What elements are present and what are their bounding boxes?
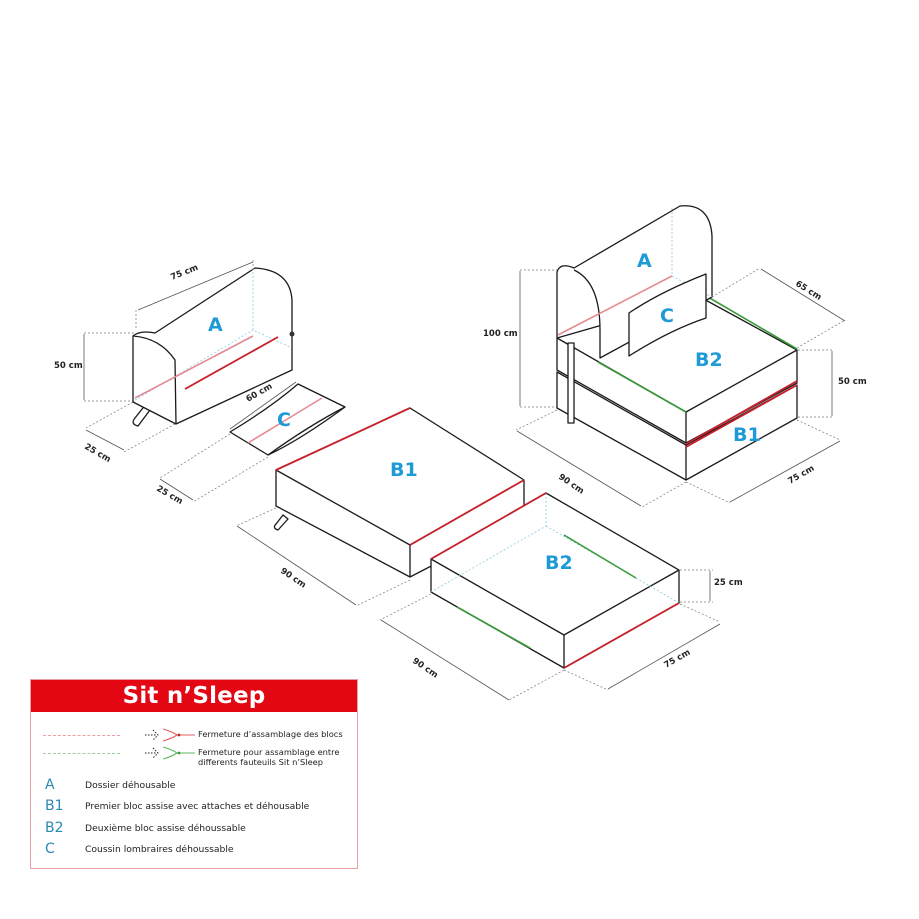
part-b2-block: B2 25 cm 90 cm 75 cm [379, 492, 743, 701]
label-a: A [208, 314, 223, 336]
dim-label-100cm: 100 cm [483, 329, 518, 339]
part-b1-block: B1 90 cm [235, 407, 525, 607]
legend-desc: Coussin lombraires déhoussable [85, 844, 234, 855]
dim-label-90cm-b2: 90 cm [410, 656, 439, 680]
label-c-assembled: C [660, 305, 674, 327]
legend-zip-blocks-text: Fermeture d’assamblage des blocs [198, 729, 343, 739]
zipper-red-icon [145, 728, 195, 742]
legend-item-a: A Dossier déhousable [43, 777, 353, 795]
legend-code: A [45, 777, 55, 793]
dim-label-25cm: 25 cm [83, 442, 113, 465]
zipper-green-icon [145, 746, 195, 760]
legend-code: B1 [45, 798, 64, 814]
legend-desc: Dossier déhousable [85, 780, 176, 791]
label-b1: B1 [390, 459, 418, 481]
legend-panel: Sit n’Sleep Fermeture d’assamblage des b… [30, 679, 358, 869]
legend-item-b2: B2 Deuxième bloc assise déhoussable [43, 820, 353, 838]
dim-label-90cm-assembled: 90 cm [556, 472, 585, 496]
dim-label-75cm: 75 cm [169, 263, 199, 283]
dashed-line-green [43, 753, 120, 754]
dim-label-75cm-assembled: 75 cm [787, 464, 817, 487]
legend-code: B2 [45, 820, 64, 836]
assembled-chair: 100 cm A C B2 B1 65 cm 50 cm [483, 205, 867, 508]
legend-desc: Deuxième bloc assise déhoussable [85, 823, 246, 834]
legend-zip-chairs: Fermeture pour assamblage entre differen… [43, 746, 353, 772]
dim-label-50cm: 50 cm [54, 361, 83, 371]
legend-title: Sit n’Sleep [31, 680, 357, 712]
label-b2: B2 [545, 552, 573, 574]
dim-label-75cm-b2: 75 cm [663, 648, 693, 671]
legend-zip-chairs-line2: differents fauteuils Sit n’Sleep [198, 757, 324, 767]
dashed-line-red [43, 735, 120, 736]
label-c: C [277, 409, 291, 431]
legend-item-b1: B1 Premier bloc assise avec attaches et … [43, 798, 353, 816]
legend-zip-chairs-line1: Fermeture pour assamblage entre [198, 747, 340, 757]
label-a-assembled: A [637, 250, 652, 272]
label-b1-assembled: B1 [733, 424, 761, 446]
dim-label-50cm-assembled: 50 cm [838, 377, 867, 387]
legend-item-c: C Coussin lombraires déhoussable [43, 841, 353, 859]
label-b2-assembled: B2 [695, 349, 723, 371]
legend-desc: Premier bloc assise avec attaches et déh… [85, 801, 310, 812]
dim-label-25cm-c: 25 cm [155, 484, 185, 507]
legend-zip-chairs-text: Fermeture pour assamblage entre differen… [198, 747, 340, 767]
legend-zip-blocks: Fermeture d’assamblage des blocs [43, 728, 353, 748]
dim-arrow-75 [137, 261, 254, 311]
dim-label-25cm-b2: 25 cm [714, 578, 743, 588]
legend-code: C [45, 841, 55, 857]
dim-label-65cm: 65 cm [793, 279, 823, 303]
